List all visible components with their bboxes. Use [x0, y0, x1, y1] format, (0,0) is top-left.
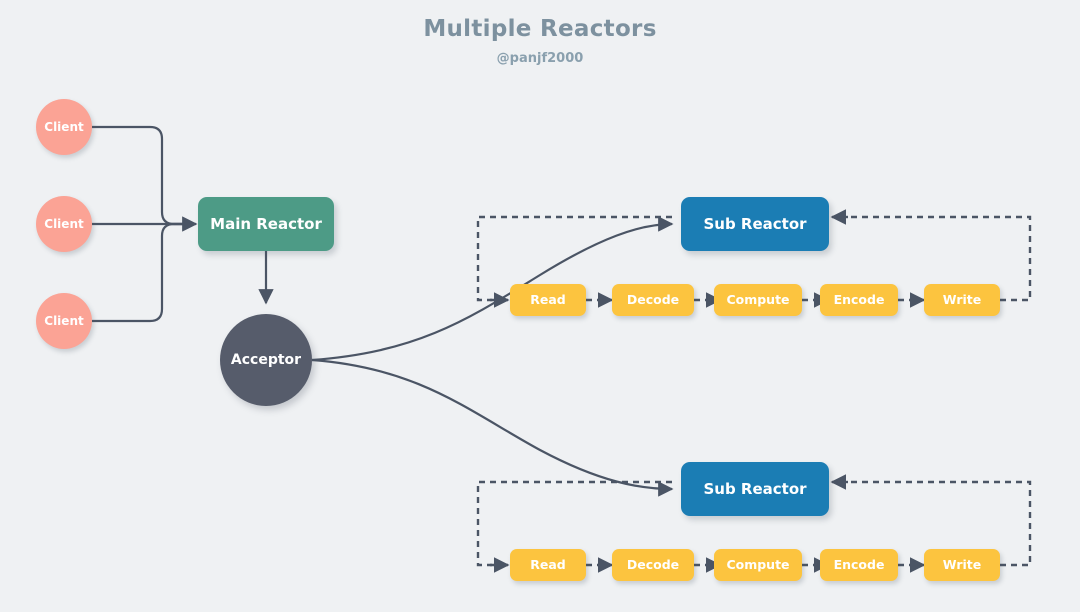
stage-label: Read: [530, 291, 566, 307]
main-reactor-node[interactable]: Main Reactor: [198, 197, 334, 251]
client-node-1[interactable]: Client: [36, 99, 92, 155]
stage-write-top[interactable]: Write: [924, 284, 1000, 316]
client-node-2[interactable]: Client: [36, 196, 92, 252]
sub-reactor-node-bottom[interactable]: Sub Reactor: [681, 462, 829, 516]
stage-encode-bottom[interactable]: Encode: [820, 549, 898, 581]
stage-encode-top[interactable]: Encode: [820, 284, 898, 316]
stage-compute-top[interactable]: Compute: [714, 284, 802, 316]
stage-label: Write: [942, 291, 982, 307]
stage-label: Encode: [833, 556, 885, 572]
acceptor-node[interactable]: Acceptor: [220, 314, 312, 406]
stage-decode-bottom[interactable]: Decode: [612, 549, 694, 581]
sub-reactor-label: Sub Reactor: [703, 479, 807, 498]
sub-reactor-node-top[interactable]: Sub Reactor: [681, 197, 829, 251]
stage-label: Decode: [626, 291, 680, 307]
edge-client3-to-main-reactor: [92, 222, 184, 323]
acceptor-label: Acceptor: [230, 352, 302, 368]
page-title: Multiple Reactors: [423, 16, 657, 42]
sub-reactor-label: Sub Reactor: [703, 214, 807, 233]
stage-label: Write: [942, 556, 982, 572]
edge-bottom-subreactor-to-read: [476, 480, 672, 567]
stage-decode-top[interactable]: Decode: [612, 284, 694, 316]
edge-acceptor-to-sub-reactor-top: [311, 216, 674, 362]
client-label: Client: [44, 120, 84, 134]
stage-read-top[interactable]: Read: [510, 284, 586, 316]
edge-client1-to-main-reactor: [92, 125, 184, 226]
client-label: Client: [44, 217, 84, 231]
stage-read-bottom[interactable]: Read: [510, 549, 586, 581]
edge-top-write-to-subreactor: [846, 215, 1032, 302]
stage-compute-bottom[interactable]: Compute: [714, 549, 802, 581]
stage-label: Encode: [833, 291, 885, 307]
edge-acceptor-to-sub-reactor-bottom: [311, 358, 674, 497]
page-subtitle: @panjf2000: [496, 51, 584, 66]
stage-label: Compute: [726, 556, 790, 572]
stage-label: Read: [530, 556, 566, 572]
client-node-3[interactable]: Client: [36, 293, 92, 349]
edge-top-subreactor-to-read: [476, 215, 672, 302]
client-label: Client: [44, 314, 84, 328]
edge-bottom-write-to-subreactor: [846, 480, 1032, 567]
stage-label: Compute: [726, 291, 790, 307]
stage-label: Decode: [626, 556, 680, 572]
main-reactor-label: Main Reactor: [210, 214, 322, 233]
stage-write-bottom[interactable]: Write: [924, 549, 1000, 581]
